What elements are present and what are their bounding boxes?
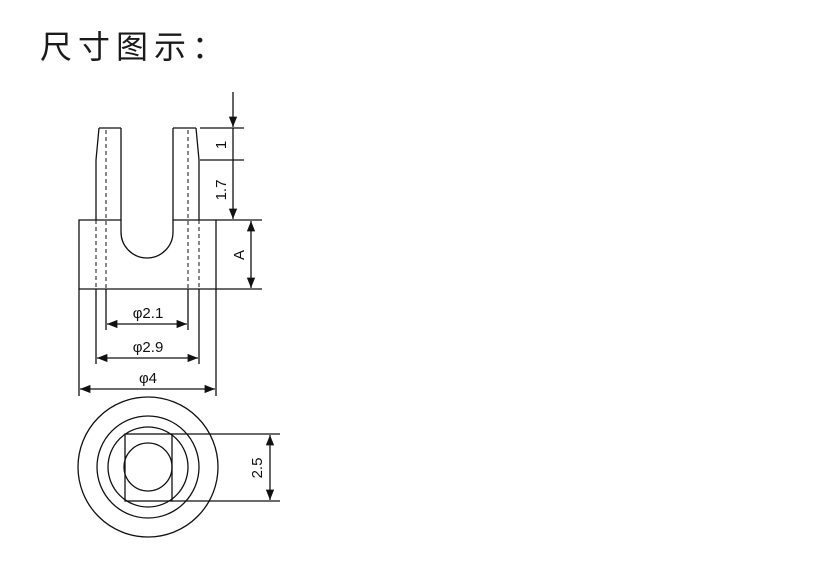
base-block [78,219,217,290]
dim-outer-dia-label: φ4 [139,370,157,387]
outer-circle [77,396,219,538]
slot [124,433,173,502]
inner-ring [107,426,189,508]
dim-inner-dia-label: φ2.1 [133,305,164,322]
dim-mid-dia-label: φ2.9 [133,339,164,356]
middle-circle [96,415,200,519]
dim-base-label: A [231,250,248,260]
dim-slot-label: 2.5 [249,458,266,479]
left-prong-tip [96,128,121,160]
dim-stem-label: 1.7 [213,180,230,201]
dim-tip-label: 1 [213,141,230,149]
page-title: 尺寸图示： [40,28,231,66]
hidden-lines [95,130,200,289]
center-hole [123,442,173,492]
